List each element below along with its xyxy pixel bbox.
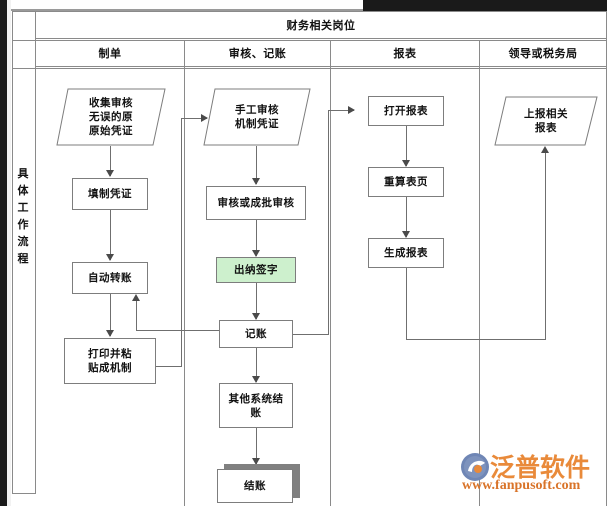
conn-open-to-recalc: [406, 126, 407, 166]
arrow-collect-to-fill: [106, 170, 114, 177]
node-manual-audit[interactable]: 手工审核 机制凭证: [203, 88, 311, 146]
table-col-divider-1: [184, 40, 185, 506]
node-cashier-sign-label: 出纳签字: [234, 264, 278, 276]
arrow-print-to-manual: [201, 114, 208, 122]
conn-print-up: [181, 118, 182, 367]
arrow-generate-to-submit: [541, 146, 549, 153]
side-label-char-2: 工: [17, 201, 29, 214]
conn-generate-right: [406, 339, 546, 340]
node-print-paste[interactable]: 打印并粘 贴成机制: [64, 338, 156, 384]
watermark: 泛普软件 www.fanpusoft.com: [460, 448, 607, 504]
side-label-char-4: 流: [17, 235, 29, 248]
node-open-report[interactable]: 打开报表: [368, 96, 444, 126]
table-rule-side-bottom: [12, 493, 36, 494]
conn-bookkeeping-up: [328, 110, 329, 335]
arrow-bookkeeping-to-other: [252, 376, 260, 383]
arrow-open-to-recalc: [402, 160, 410, 167]
watermark-url: www.fanpusoft.com: [462, 478, 581, 493]
node-cashier-sign[interactable]: 出纳签字: [216, 257, 296, 283]
table-col-divider-2: [330, 40, 331, 506]
table-rule-body-top: [12, 68, 607, 69]
conn-print-right: [156, 366, 182, 367]
page-top-white: [11, 0, 363, 11]
table-border-left: [12, 11, 13, 494]
column-header-shenhe-jizhang: 审核、记账: [228, 47, 287, 60]
conn-cashier-to-bookkeeping: [256, 283, 257, 319]
conn-audit-to-cashier: [256, 220, 257, 256]
watermark-brand: 泛普软件: [490, 453, 591, 482]
side-label-char-1: 体: [17, 184, 29, 197]
conn-bookkeeping-to-open-report: [328, 110, 354, 111]
conn-bookkeeping-to-other: [256, 348, 257, 382]
arrow-auto-to-print: [106, 330, 114, 337]
node-audit-or-batch-label: 审核或成批审核: [217, 197, 295, 209]
conn-fill-to-auto: [110, 210, 111, 260]
node-other-system-close-line1: 账: [250, 406, 262, 419]
conn-bookkeeping-right: [293, 334, 329, 335]
node-recalc-page[interactable]: 重算表页: [368, 167, 444, 197]
node-bookkeeping-label: 记账: [245, 328, 267, 340]
node-submit-report[interactable]: 上报相关 报表: [494, 96, 598, 146]
node-collect-vouchers[interactable]: 收集审核 无误的原 原始凭证: [56, 88, 166, 146]
conn-generate-down: [406, 268, 407, 340]
node-period-close-label: 结账: [244, 480, 266, 492]
table-col-divider-3: [479, 40, 480, 506]
table-rule-title-bottom: [36, 38, 607, 39]
column-header-zhidan: 制单: [98, 47, 122, 60]
node-generate-report-label: 生成报表: [384, 247, 428, 259]
table-rule-cols-bottom: [36, 66, 607, 67]
node-recalc-page-label: 重算表页: [384, 176, 428, 188]
node-period-close[interactable]: 结账: [217, 469, 293, 503]
node-open-report-label: 打开报表: [384, 105, 428, 117]
conn-generate-up: [545, 152, 546, 340]
side-row-label: 具 体 工 作 流 程: [12, 165, 34, 267]
conn-recalc-to-generate: [406, 197, 407, 237]
conn-auto-to-print: [110, 294, 111, 336]
fanpu-logo-icon: [460, 452, 490, 482]
node-other-system-close-line0: 其他系统结: [228, 392, 284, 405]
arrow-bookkeeping-to-auto: [132, 294, 140, 301]
node-generate-report[interactable]: 生成报表: [368, 238, 444, 268]
node-fill-voucher[interactable]: 填制凭证: [72, 178, 148, 210]
page-top-rule: [11, 9, 363, 11]
column-header-lingdao-shuiwuju: 领导或税务局: [508, 47, 578, 60]
side-label-char-0: 具: [17, 167, 29, 180]
arrow-audit-to-cashier: [252, 250, 260, 257]
arrow-bookkeeping-to-open-report: [348, 106, 355, 114]
arrow-other-to-close: [252, 458, 260, 465]
conn-bookkeeping-feedback-v: [136, 300, 137, 331]
conn-other-to-close: [256, 428, 257, 466]
conn-bookkeeping-feedback-h: [136, 330, 220, 331]
page-title: 财务相关岗位: [286, 19, 356, 32]
node-fill-voucher-label: 填制凭证: [88, 188, 132, 200]
conn-collect-to-fill: [110, 146, 111, 176]
node-auto-transfer[interactable]: 自动转账: [72, 262, 148, 294]
node-print-paste-line0: 打印并粘: [88, 348, 132, 360]
table-rule-cols-top: [12, 40, 607, 41]
arrow-manual-to-audit: [252, 178, 260, 185]
node-collect-vouchers-label: 收集审核 无误的原 原始凭证: [89, 97, 133, 137]
node-auto-transfer-label: 自动转账: [88, 272, 132, 284]
page-left-margin: [7, 0, 11, 506]
table-border-top: [12, 11, 607, 12]
page-left-edge: [0, 0, 7, 506]
column-header-baobiao: 报表: [393, 47, 417, 60]
table-side-col-right: [35, 11, 36, 494]
node-bookkeeping[interactable]: 记账: [219, 320, 293, 348]
side-label-char-3: 作: [17, 218, 29, 231]
node-manual-audit-label: 手工审核 机制凭证: [235, 104, 279, 130]
arrow-fill-to-auto: [106, 254, 114, 261]
arrow-recalc-to-generate: [402, 231, 410, 238]
node-print-paste-line1: 贴成机制: [88, 362, 132, 374]
arrow-cashier-to-bookkeeping: [252, 313, 260, 320]
node-submit-report-label: 上报相关 报表: [524, 108, 568, 134]
node-audit-or-batch[interactable]: 审核或成批审核: [206, 186, 306, 220]
conn-manual-to-audit: [256, 146, 257, 184]
side-label-char-5: 程: [17, 252, 29, 265]
conn-print-to-manual: [181, 118, 207, 119]
node-other-system-close[interactable]: 其他系统结 账: [219, 383, 293, 428]
